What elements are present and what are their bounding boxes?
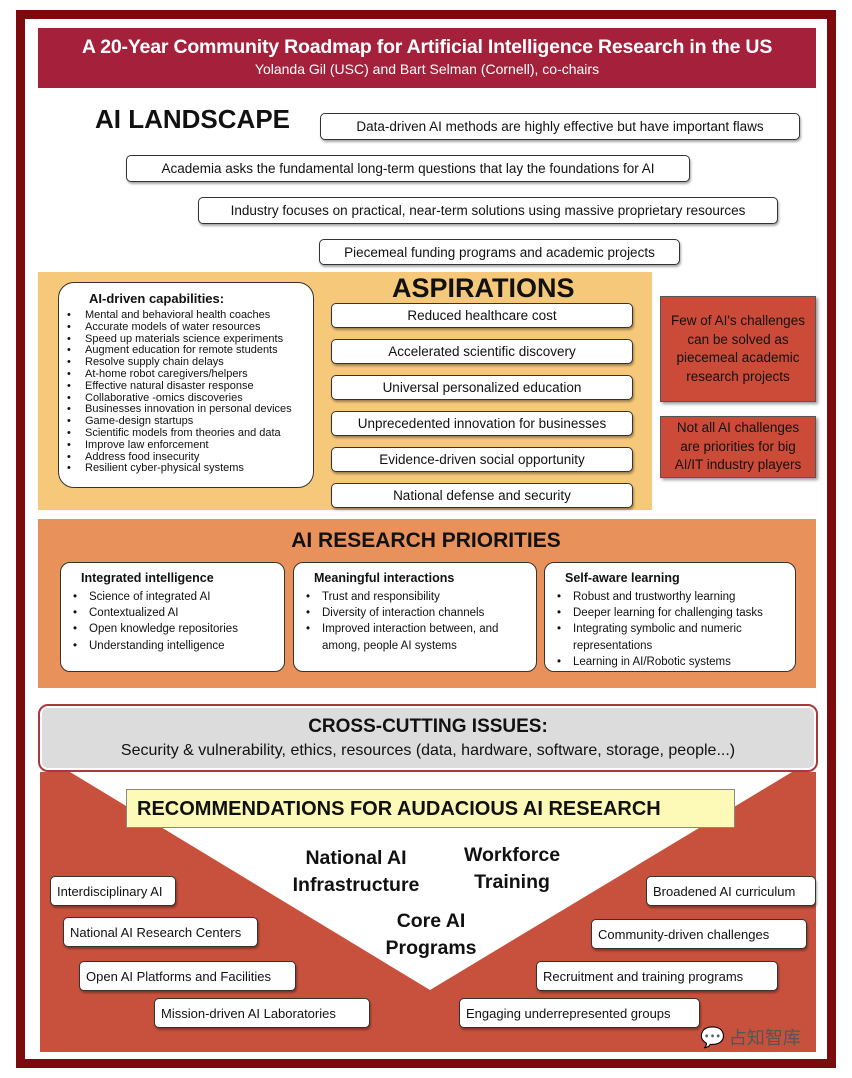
- capability-item: Collaborative -omics discoveries: [65, 392, 313, 405]
- aspiration-item: Evidence-driven social opportunity: [331, 447, 633, 472]
- landscape-heading: AI LANDSCAPE: [95, 104, 291, 134]
- capability-item: Resilient cyber-physical systems: [65, 463, 313, 475]
- rec-right-item: Engaging underrepresented groups: [459, 998, 700, 1028]
- capability-item: Scientific models from theories and data: [65, 427, 313, 440]
- cross-cutting-text: Security & vulnerability, ethics, resour…: [120, 742, 736, 759]
- priority-group-title: Meaningful interactions: [314, 571, 455, 585]
- rec-right-item: Recruitment and training programs: [536, 961, 778, 991]
- priority-group: Integrated intelligenceScience of integr…: [60, 562, 285, 672]
- wechat-icon: 💬: [700, 1026, 725, 1049]
- priority-item: Robust and trustworthy learning: [555, 589, 789, 605]
- priority-group-title: Self-aware learning: [565, 571, 680, 585]
- rec-left-item: Open AI Platforms and Facilities: [79, 961, 296, 991]
- priority-group: Meaningful interactionsTrust and respons…: [293, 562, 537, 672]
- aspiration-item: National defense and security: [331, 483, 633, 508]
- capabilities-box: AI-driven capabilities: Mental and behav…: [58, 282, 314, 488]
- capability-item: Accurate models of water resources: [65, 321, 313, 334]
- priority-item: Diversity of interaction channels: [304, 605, 530, 621]
- capability-item: At-home robot caregivers/helpers: [65, 368, 313, 381]
- priority-item: Improved interaction between, and among,…: [304, 621, 530, 653]
- rec-left-item: Mission-driven AI Laboratories: [154, 998, 370, 1028]
- capability-item: Businesses innovation in personal device…: [65, 404, 313, 416]
- aspiration-item: Accelerated scientific discovery: [331, 339, 633, 364]
- rec-left-item: National AI Research Centers: [63, 917, 258, 947]
- aspiration-item: Reduced healthcare cost: [331, 303, 633, 328]
- priorities-heading: AI RESEARCH PRIORITIES: [291, 529, 561, 552]
- page-subtitle: Yolanda Gil (USC) and Bart Selman (Corne…: [254, 61, 600, 77]
- cross-cutting-box: CROSS-CUTTING ISSUES: Security & vulnera…: [38, 704, 818, 772]
- watermark-text: 占知智库: [728, 1028, 801, 1048]
- capability-item: Mental and behavioral health coaches: [65, 309, 313, 322]
- page-title: A 20-Year Community Roadmap for Artifici…: [81, 36, 773, 58]
- landscape-item: Piecemeal funding programs and academic …: [319, 239, 680, 265]
- cross-cutting-heading: CROSS-CUTTING ISSUES:: [308, 716, 548, 737]
- pillar-infrastructure: National AI Infrastructure: [292, 847, 420, 896]
- capability-item: Improve law enforcement: [65, 439, 313, 452]
- capability-item: Augment education for remote students: [65, 345, 313, 357]
- capability-item: Effective natural disaster response: [65, 380, 313, 393]
- note-piecemeal: Few of AI's challenges can be solved as …: [660, 296, 816, 402]
- landscape-item: Data-driven AI methods are highly effect…: [320, 113, 800, 140]
- priority-item: Deeper learning for challenging tasks: [555, 605, 789, 621]
- title-banner: A 20-Year Community Roadmap for Artifici…: [38, 28, 816, 88]
- rec-right-item: Broadened AI curriculum: [646, 876, 816, 906]
- priority-item: Open knowledge repositories: [71, 621, 278, 637]
- watermark: 💬 占知智库: [700, 1024, 801, 1050]
- capability-item: Speed up materials science experiments: [65, 333, 313, 346]
- aspiration-item: Unprecedented innovation for businesses: [331, 411, 633, 436]
- pillar-workforce: Workforce Training: [463, 844, 561, 893]
- note-industry: Not all AI challenges are priorities for…: [660, 416, 816, 478]
- landscape-item: Academia asks the fundamental long-term …: [126, 155, 690, 182]
- priority-item: Integrating symbolic and numeric represe…: [555, 621, 789, 653]
- priority-item: Understanding intelligence: [71, 638, 278, 654]
- capabilities-title: AI-driven capabilities:: [89, 291, 225, 306]
- rec-right-item: Community-driven challenges: [591, 919, 807, 949]
- landscape-item: Industry focuses on practical, near-term…: [198, 197, 778, 224]
- aspirations-heading: ASPIRATIONS: [392, 273, 575, 303]
- outer-frame: [16, 10, 836, 1068]
- capability-item: Game-design startups: [65, 415, 313, 428]
- capability-item: Address food insecurity: [65, 451, 313, 464]
- pillar-core: Core AI Programs: [385, 910, 477, 959]
- priority-group-title: Integrated intelligence: [81, 571, 214, 585]
- priority-item: Trust and responsibility: [304, 589, 530, 605]
- capability-item: Resolve supply chain delays: [65, 356, 313, 369]
- rec-left-item: Interdisciplinary AI: [50, 876, 176, 906]
- recommendations-heading: RECOMMENDATIONS FOR AUDACIOUS AI RESEARC…: [126, 789, 735, 828]
- priority-item: Contextualized AI: [71, 605, 278, 621]
- aspiration-item: Universal personalized education: [331, 375, 633, 400]
- priority-item: Learning in AI/Robotic systems: [555, 654, 789, 670]
- priority-group: Self-aware learningRobust and trustworth…: [544, 562, 796, 672]
- priority-item: Science of integrated AI: [71, 589, 278, 605]
